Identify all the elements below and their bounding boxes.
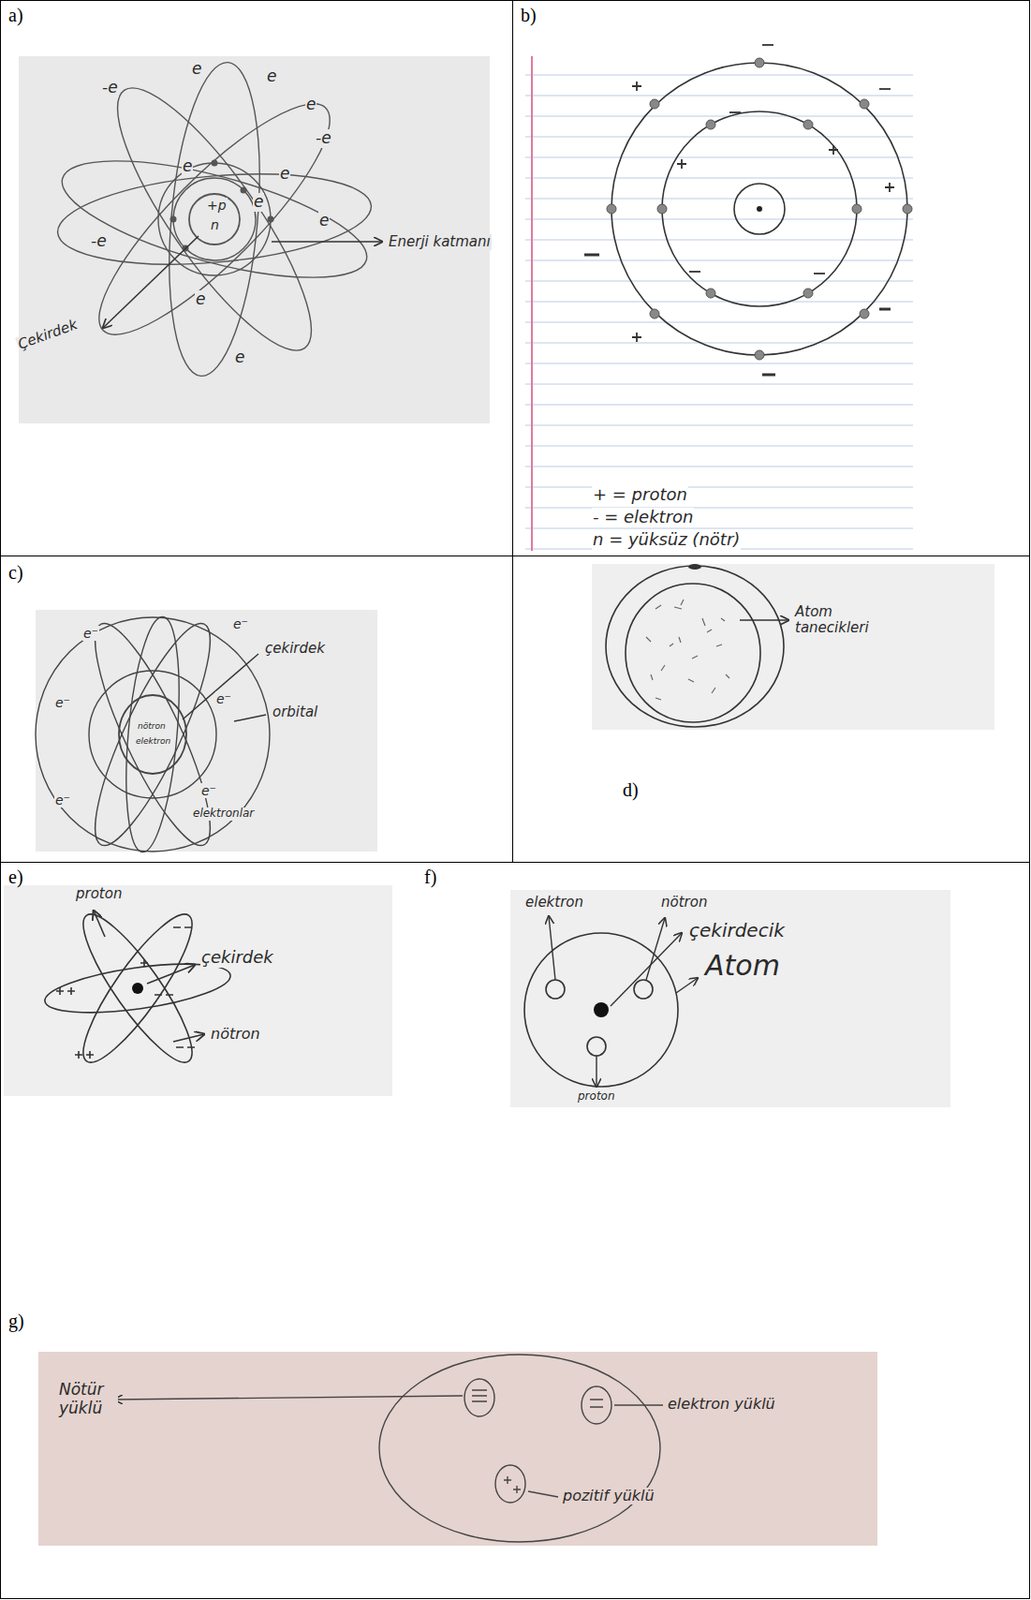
panel-cell: a): [0, 0, 514, 557]
panel-letter: e): [8, 866, 24, 888]
part-label: elektron: [134, 736, 172, 746]
part-label: çekirdek: [200, 947, 275, 968]
part-label: - = elektron: [591, 507, 694, 528]
part-label: +p: [206, 197, 228, 213]
panel-cell: c): [0, 555, 514, 863]
part-label: e⁻: [54, 694, 72, 710]
part-label: pozitif yüklü: [561, 1487, 656, 1504]
part-label: nötron: [660, 894, 708, 911]
panel-cell: d): [512, 555, 1031, 863]
part-label: proton: [576, 1089, 617, 1104]
part-label: e⁻: [82, 625, 100, 641]
part-label: -e: [101, 78, 119, 98]
part-label: e: [234, 348, 246, 368]
atom-sketch: [3, 884, 393, 1096]
atom-sketch: [510, 889, 951, 1107]
part-label: e⁻: [54, 792, 72, 808]
part-label: elektronlar: [191, 807, 255, 821]
part-label: elektron: [524, 894, 585, 911]
panel-letter: d): [622, 779, 639, 801]
part-label: e: [252, 192, 265, 212]
part-label: çekirdek: [264, 640, 326, 657]
part-label: e: [191, 59, 203, 79]
part-label: n = yüksüz (nötr): [591, 530, 741, 550]
part-label: Atom tanecikleri: [794, 603, 890, 637]
part-label: e⁻: [200, 782, 218, 798]
part-label: Enerji katmanı: [387, 234, 492, 251]
panel-cell: e) f) g): [0, 861, 1031, 1599]
part-label: n: [209, 217, 221, 233]
part-label: e: [265, 67, 278, 87]
atom-sketch: [591, 563, 995, 730]
part-label: Atom: [704, 949, 781, 983]
panel-letter: c): [8, 561, 24, 584]
part-label: e: [194, 290, 207, 310]
part-label: orbital: [271, 704, 319, 721]
part-label: nötron: [209, 1025, 262, 1043]
part-label: çekirdecik: [688, 919, 786, 942]
panel-cell: b): [512, 0, 1031, 557]
part-label: e: [305, 95, 317, 115]
panel-letter: a): [8, 4, 24, 27]
atom-sketch: [525, 44, 914, 551]
part-label: elektron yüklü: [666, 1395, 777, 1413]
atom-sketch: [38, 1351, 878, 1546]
panel-letter: g): [8, 1310, 25, 1332]
part-label: e: [181, 157, 193, 177]
part-label: nötron: [136, 721, 167, 731]
part-label: Nötür yüklü: [58, 1380, 118, 1417]
part-label: e⁻: [232, 616, 250, 632]
part-label: e: [279, 164, 291, 184]
part-label: -e: [314, 129, 333, 148]
part-label: e: [318, 211, 330, 231]
part-label: proton: [74, 885, 123, 902]
panel-letter: f): [424, 866, 437, 888]
part-label: e⁻: [215, 691, 233, 707]
part-label: -e: [89, 232, 108, 251]
atom-sketch: [35, 609, 378, 856]
part-label: + = proton: [591, 485, 689, 505]
panel-letter: b): [520, 4, 537, 27]
part-label: Çekirdek: [14, 316, 81, 354]
